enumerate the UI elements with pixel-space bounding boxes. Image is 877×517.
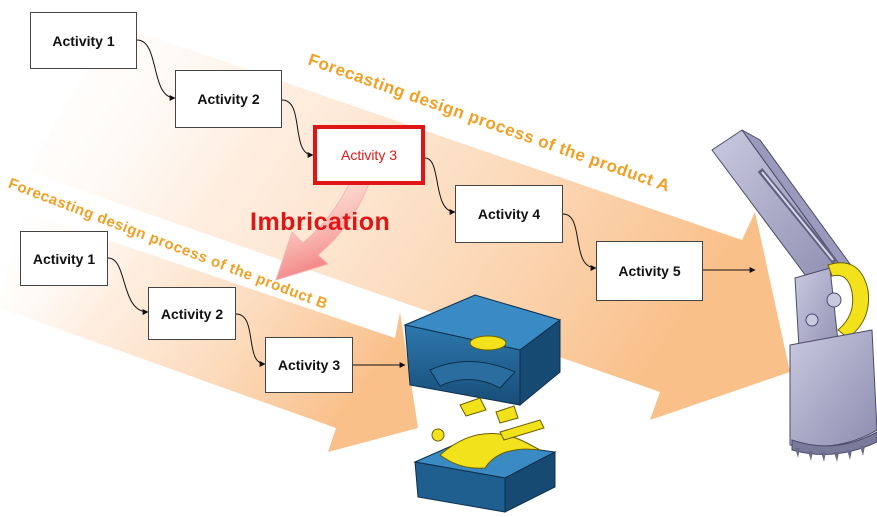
connector-a-1-2	[136, 39, 176, 101]
process-a-activity-1: Activity 1	[30, 12, 137, 69]
imbrication-arrow	[275, 159, 377, 281]
process-a-activity-2: Activity 2	[175, 70, 282, 128]
connector-b-2-3	[235, 313, 266, 367]
process-a-activity-5: Activity 5	[596, 241, 703, 301]
connector-b-1-2	[107, 257, 149, 315]
process-a-activity-4: Activity 4	[455, 185, 563, 243]
imbrication-label: Imbrication	[250, 208, 391, 236]
process-b-activity-1: Activity 1	[20, 231, 108, 286]
connector-a-4-5	[562, 213, 597, 271]
process-b-activity-3: Activity 3	[265, 337, 353, 393]
excavator-arm-image	[711, 129, 877, 462]
mold-assembly-image	[403, 294, 562, 513]
connector-a-3-4	[424, 157, 456, 215]
connector-a-2-3	[281, 99, 314, 158]
process-a-activity-3: Activity 3	[313, 125, 425, 185]
process-b-activity-2: Activity 2	[148, 287, 236, 340]
